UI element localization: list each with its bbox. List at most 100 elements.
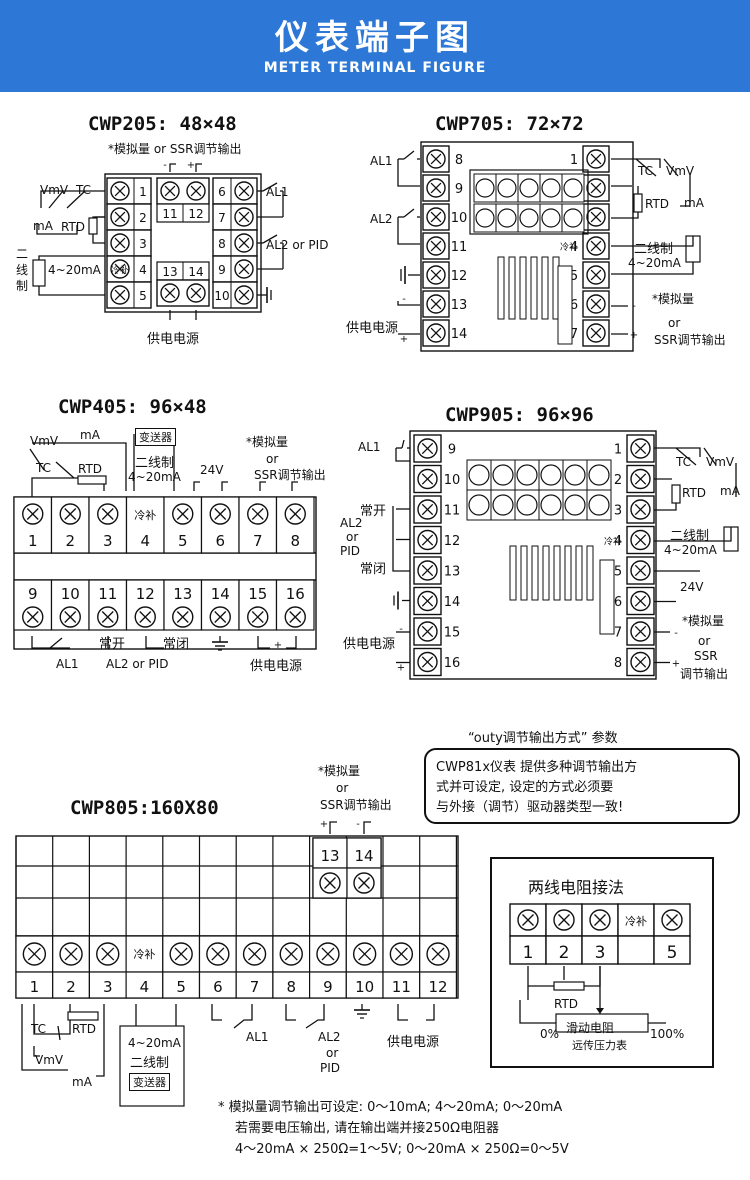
wire	[394, 947, 408, 961]
terminal-number: 3	[103, 532, 113, 550]
terminal-number: 14	[451, 327, 468, 342]
terminal-number: 7	[570, 327, 578, 342]
terminal-number: 5	[570, 269, 578, 284]
terminal-number: 9	[448, 443, 456, 458]
vent-slot	[497, 256, 505, 320]
wire	[114, 237, 126, 249]
two-wire-remote-label: 远传压力表	[572, 1039, 627, 1052]
wire	[611, 212, 639, 219]
footer-line-3: 4～20mA × 250Ω=1～5V; 0～20mA × 250Ω=0～5V	[235, 1142, 569, 1157]
wire	[680, 174, 691, 207]
terminal-number: 8	[286, 978, 296, 996]
terminal-number: 2	[614, 473, 622, 488]
vent-slot	[530, 256, 538, 320]
wire	[96, 1004, 105, 1077]
wire	[248, 947, 262, 961]
wire	[259, 481, 266, 491]
wire	[430, 240, 442, 252]
rtd-resistor	[671, 484, 681, 504]
terminal-number: 2	[66, 978, 76, 996]
wire	[654, 447, 701, 457]
wire	[590, 211, 602, 223]
terminal-cell	[346, 837, 382, 869]
cwp805-tc-label: TC	[31, 1022, 47, 1036]
terminal-number: 4	[140, 978, 150, 996]
wire	[101, 508, 114, 520]
wire	[321, 947, 335, 961]
wire	[101, 947, 115, 961]
terminal-cell	[235, 971, 274, 999]
cwp705-al1-label: AL1	[370, 154, 393, 168]
cwp405-al2pid-label: AL2 or PID	[106, 657, 169, 671]
terminal-number: 9	[455, 182, 463, 197]
cwp905-rtd-label: RTD	[682, 486, 707, 500]
wire	[397, 301, 420, 306]
cwp805-two-wire-label: 二线制	[130, 1056, 170, 1071]
terminal-number: 13	[320, 847, 339, 865]
cwp705-analog-label: *模拟量	[652, 292, 695, 306]
cwp405-no-label: 常开	[99, 637, 126, 652]
cwp805-v-label: VmV	[35, 1053, 64, 1067]
terminal-number: 9	[323, 978, 333, 996]
terminal-number: 12	[444, 534, 461, 549]
wire	[522, 914, 534, 926]
wire	[190, 287, 202, 299]
display-frame	[469, 169, 589, 235]
terminal-number: 13	[173, 585, 192, 603]
wire	[29, 448, 45, 471]
terminal-number: 1	[523, 943, 534, 963]
wire	[38, 286, 105, 296]
cwp805-al1-label: AL1	[246, 1030, 269, 1044]
wire	[64, 611, 77, 623]
cwp205-al1-label: AL1	[266, 185, 289, 199]
wire	[64, 947, 78, 961]
display-digit-icon	[475, 208, 495, 228]
wire	[634, 625, 647, 638]
terminal-number: 14	[354, 847, 373, 865]
cwp205-title: CWP205: 48×48	[88, 113, 237, 135]
cwp905-vmv-label: VmV	[706, 455, 735, 469]
wire	[611, 158, 661, 168]
terminal-number: 2	[65, 532, 75, 550]
wire	[33, 1004, 56, 1035]
wire	[430, 153, 442, 165]
wire	[590, 269, 602, 281]
cwp905-range-label: 4~20mA	[664, 543, 717, 557]
terminal-number: 4	[139, 263, 147, 277]
wire	[66, 190, 86, 209]
wire	[358, 877, 370, 889]
terminal-number: 8	[218, 237, 226, 251]
terminal-cell	[88, 971, 127, 999]
cwp805-transmitter-box: 变送器	[129, 1073, 170, 1091]
terminal-number: 8	[614, 656, 622, 671]
wire	[675, 447, 697, 466]
terminal-cell	[52, 971, 91, 999]
cold-comp-label: 冷补	[134, 509, 156, 522]
cwp805-ma-label: mA	[72, 1075, 92, 1089]
cwp405-supply-label: 供电电源	[250, 659, 303, 674]
terminal-number: 1	[139, 185, 147, 199]
page-subtitle: METER TERMINAL FIGURE	[263, 60, 487, 76]
display-digit-icon	[492, 464, 514, 486]
polarity-sign: +	[672, 659, 680, 670]
wire	[519, 1000, 556, 1024]
cwp705-title: CWP705: 72×72	[435, 113, 584, 135]
terminal-number: 12	[188, 207, 203, 221]
cwp205-ma-label: mA	[33, 219, 53, 233]
cwp705-vmv-label: VmV	[666, 164, 695, 178]
terminal-number: 4	[614, 534, 622, 549]
cwp905-al1-label: AL1	[358, 440, 381, 454]
vent-slot	[541, 256, 549, 320]
wire	[401, 439, 405, 449]
outy-note-box: CWP81x仪表 提供多种调节输出方 式并可设定, 设定的方式必须要 与外接（调…	[424, 748, 740, 824]
polarity-sign: -	[163, 160, 167, 171]
polarity-sign: -	[632, 301, 636, 312]
wire	[262, 234, 278, 244]
wire	[57, 1025, 61, 1041]
terminal-cell	[125, 971, 164, 999]
wire	[426, 1004, 435, 1021]
terminal-number: 14	[211, 585, 230, 603]
display-digit-icon	[541, 178, 561, 198]
wire	[26, 611, 39, 623]
